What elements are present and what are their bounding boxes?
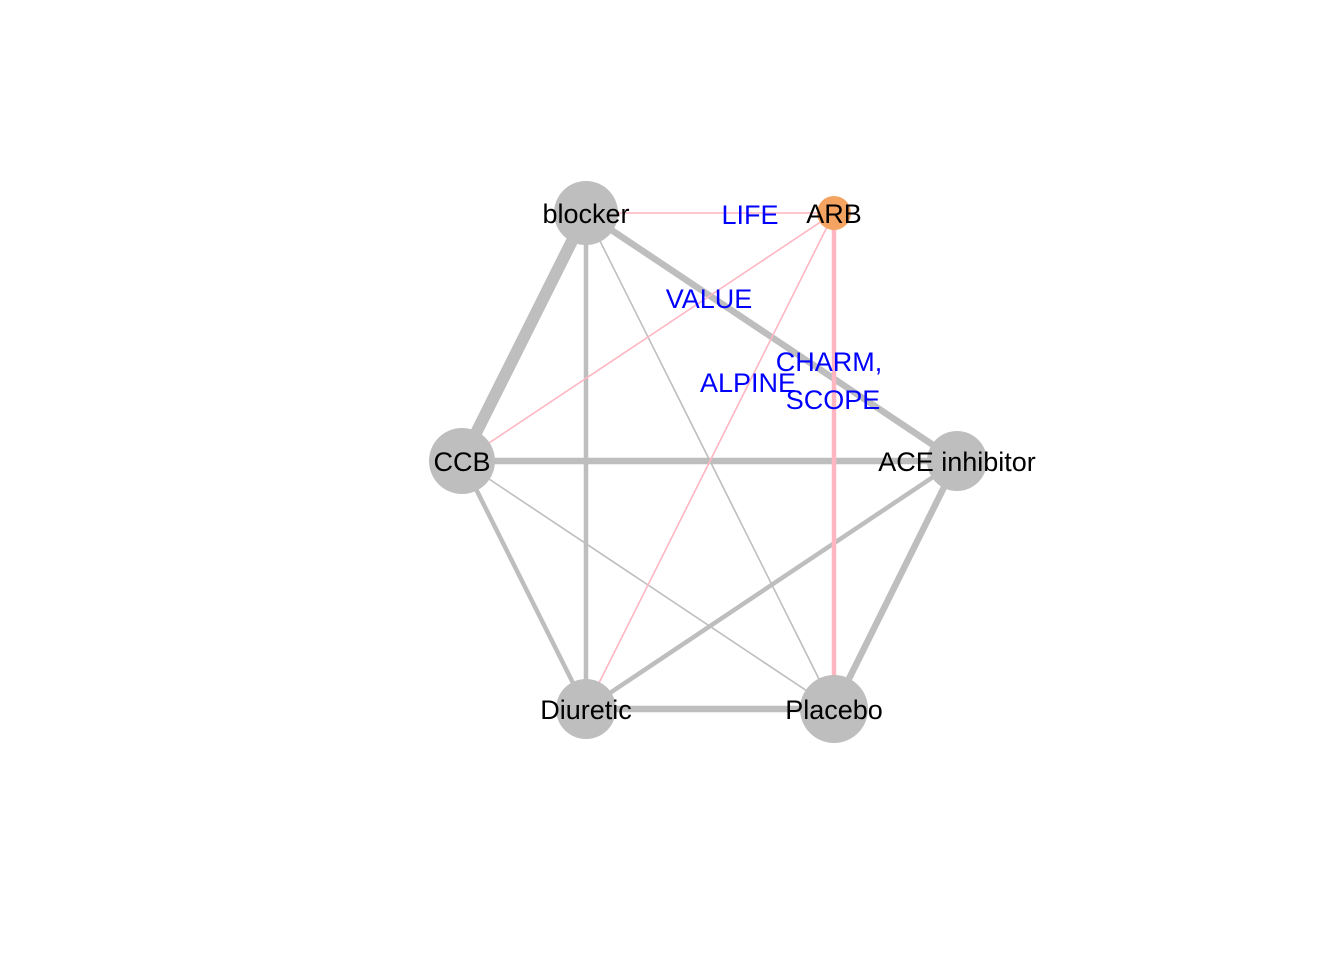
- node-diuretic: [556, 679, 616, 739]
- edge-blocker-ccb: [456, 210, 592, 464]
- edge-ace-diuretic: [584, 459, 959, 711]
- edge-ccb-diuretic: [459, 459, 589, 711]
- edge-ccb-arb: [461, 212, 835, 462]
- edge-label-alpine: ALPINE: [700, 368, 796, 398]
- node-label-placebo: Placebo: [785, 695, 883, 725]
- node-blocker: [554, 181, 618, 245]
- node-ccb: [429, 428, 495, 494]
- node-ace: [927, 431, 987, 491]
- edge-label-life: LIFE: [721, 200, 778, 230]
- node-label-ace: ACE inhibitor: [878, 447, 1036, 477]
- edge-labels-layer: LIFE VALUE ALPINE CHARM, SCOPE: [666, 200, 883, 415]
- edge-label-value: VALUE: [666, 284, 753, 314]
- node-arb: [817, 196, 851, 230]
- node-label-ccb: CCB: [433, 447, 490, 477]
- edge-label-scope: SCOPE: [786, 385, 881, 415]
- edges-layer: [456, 210, 960, 713]
- edge-diuretic-arb: [585, 212, 835, 710]
- edge-label-charm: CHARM,: [776, 347, 883, 377]
- node-placebo: [800, 675, 868, 743]
- nodes-layer: [429, 181, 987, 743]
- edge-ace-placebo: [831, 459, 960, 711]
- node-label-arb: ARB: [806, 199, 862, 229]
- node-label-blocker: blocker: [542, 199, 629, 229]
- node-label-diuretic: Diuretic: [540, 695, 632, 725]
